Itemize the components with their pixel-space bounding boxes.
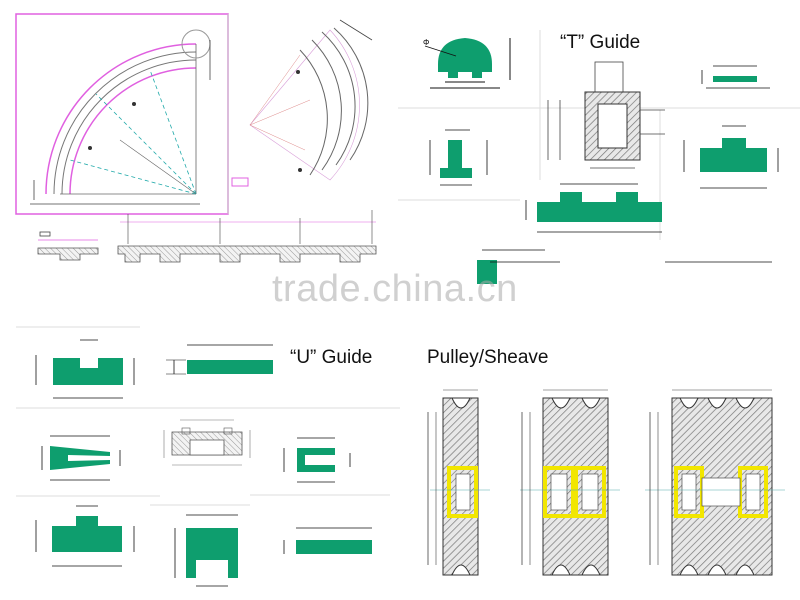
u-guide-t-block [35,505,135,567]
t-guide-wide-step [683,125,779,189]
long-profile-drawing [37,210,377,263]
svg-text:Φ: Φ [423,38,429,47]
u-guide-channel [174,514,238,587]
u-guide-block-notch [35,339,135,399]
t-guide-title: “T” Guide [560,32,641,53]
u-guide-strip [283,527,372,554]
t-guide-flat-small [701,65,770,89]
watermark: trade.china.cn [272,268,518,310]
u-guide-cad-section [163,419,251,466]
fan-guide-drawing [249,19,373,181]
t-guide-mushroom: Φ [423,38,511,89]
arc-outer-pink [45,43,197,195]
t-guide-double-step [525,183,662,233]
pulley-title: Pulley/Sheave [427,347,549,368]
pulley-medium [520,389,620,576]
pulley-large [645,389,785,576]
u-guide-wedge [41,435,121,481]
t-guide-inverted [429,129,488,186]
u-guide-title: “U” Guide [290,347,373,368]
t-guide-partial [477,249,772,284]
t-guide-cross-section [547,61,665,169]
pulley-small [427,389,490,576]
curved-guide-drawing [15,13,249,215]
u-guide-flat-bar [166,344,273,375]
u-guide-c-channel [283,437,351,483]
arc-inner-pink [69,67,197,195]
